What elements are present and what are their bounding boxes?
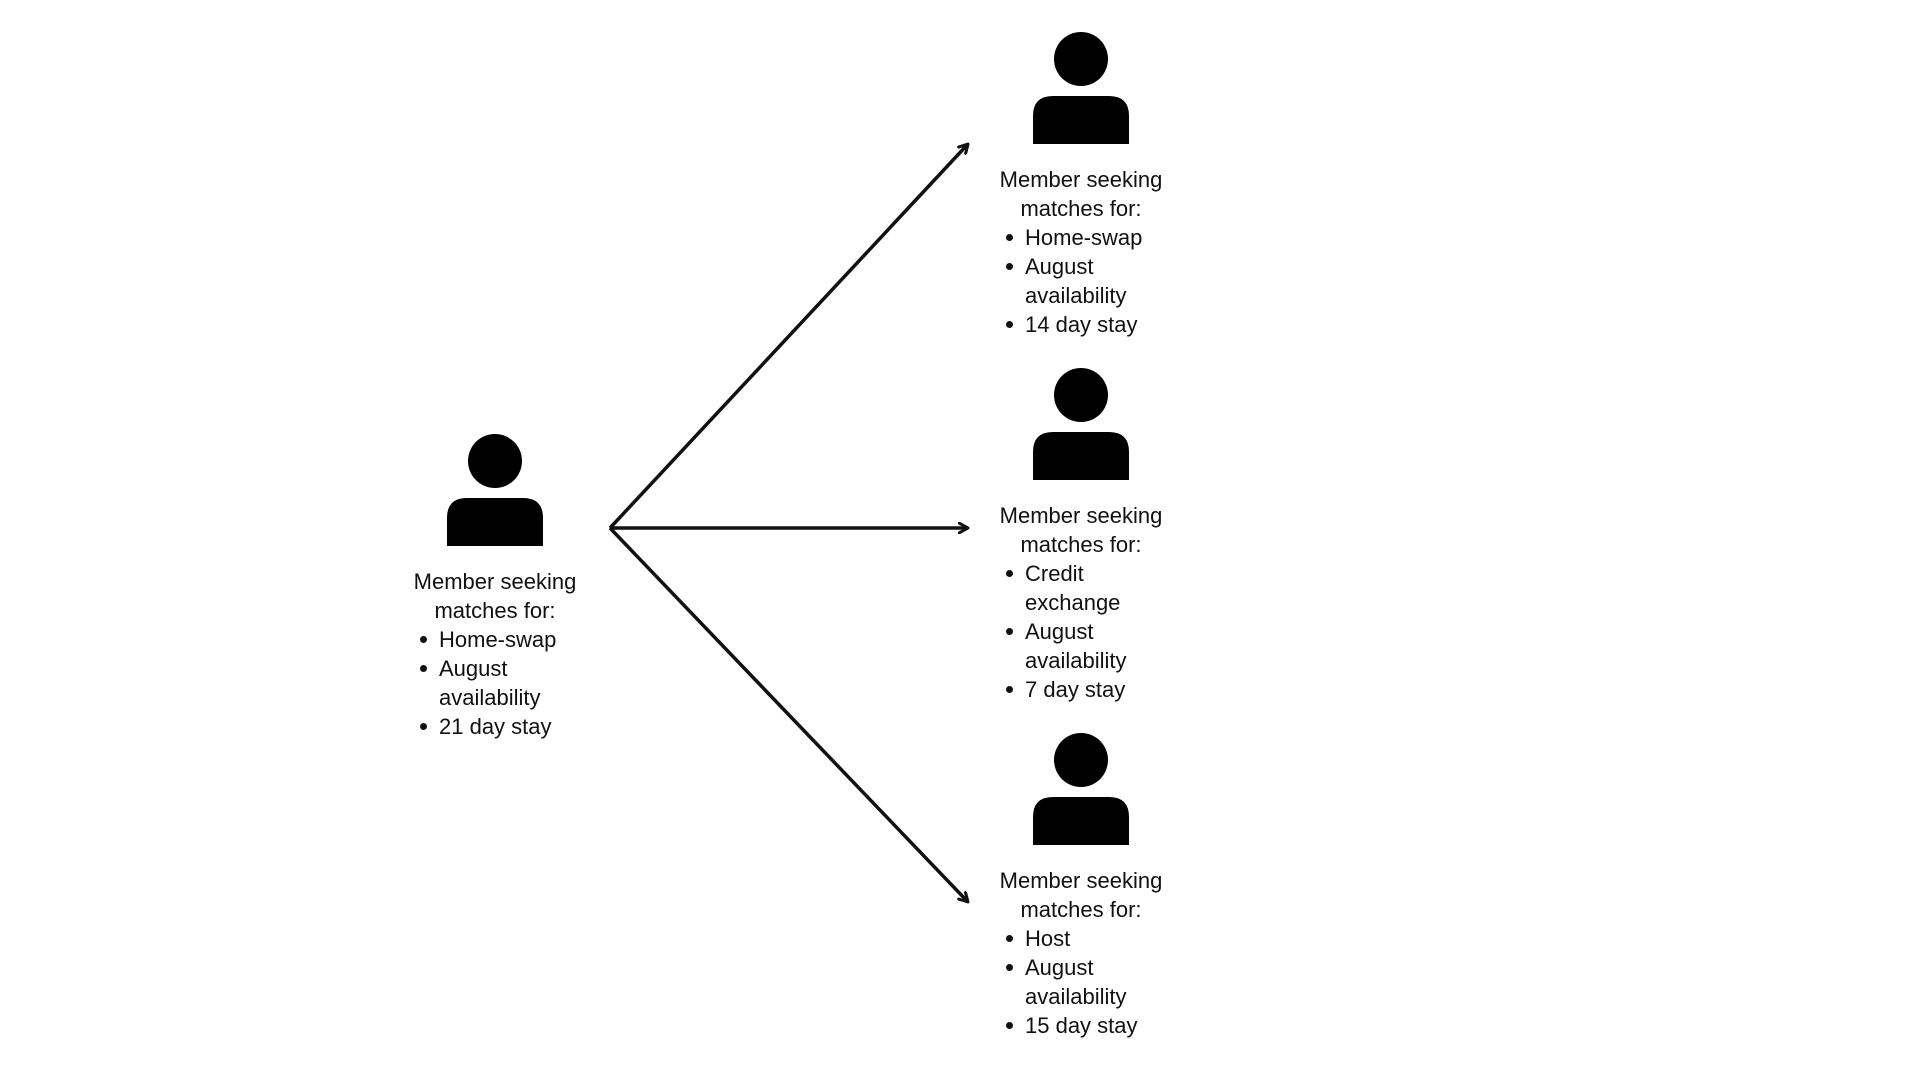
list-item: 14 day stay	[991, 310, 1181, 339]
arrow-to-match-3	[608, 526, 968, 902]
list-item: 7 day stay	[991, 675, 1181, 704]
list-item: Host	[991, 924, 1181, 953]
member-source: Member seeking matches for: Home-swap Au…	[395, 434, 595, 741]
list-item: August availability	[991, 617, 1181, 675]
member-caption: Member seeking matches for:	[999, 167, 1163, 221]
member-caption: Member seeking matches for:	[999, 868, 1163, 922]
member-caption: Member seeking matches for:	[999, 503, 1163, 557]
list-item: August availability	[991, 252, 1181, 310]
list-item: August availability	[405, 654, 595, 712]
member-match-1: Member seeking matches for: Home-swap Au…	[981, 32, 1181, 339]
person-icon	[447, 434, 543, 546]
person-icon	[1033, 368, 1129, 480]
list-item: Credit exchange	[991, 559, 1181, 617]
list-item: August availability	[991, 953, 1181, 1011]
member-criteria-list: Credit exchange August availability 7 da…	[991, 559, 1181, 704]
member-criteria-list: Home-swap August availability 21 day sta…	[405, 625, 595, 741]
list-item: Home-swap	[991, 223, 1181, 252]
list-item: 21 day stay	[405, 712, 595, 741]
person-icon	[1033, 733, 1129, 845]
member-match-2: Member seeking matches for: Credit excha…	[981, 368, 1181, 704]
person-icon	[1033, 32, 1129, 144]
member-caption: Member seeking matches for:	[413, 569, 577, 623]
arrow-to-match-1	[608, 144, 968, 530]
member-match-3: Member seeking matches for: Host August …	[981, 733, 1181, 1040]
member-criteria-list: Host August availability 15 day stay	[991, 924, 1181, 1040]
list-item: 15 day stay	[991, 1011, 1181, 1040]
member-criteria-list: Home-swap August availability 14 day sta…	[991, 223, 1181, 339]
list-item: Home-swap	[405, 625, 595, 654]
